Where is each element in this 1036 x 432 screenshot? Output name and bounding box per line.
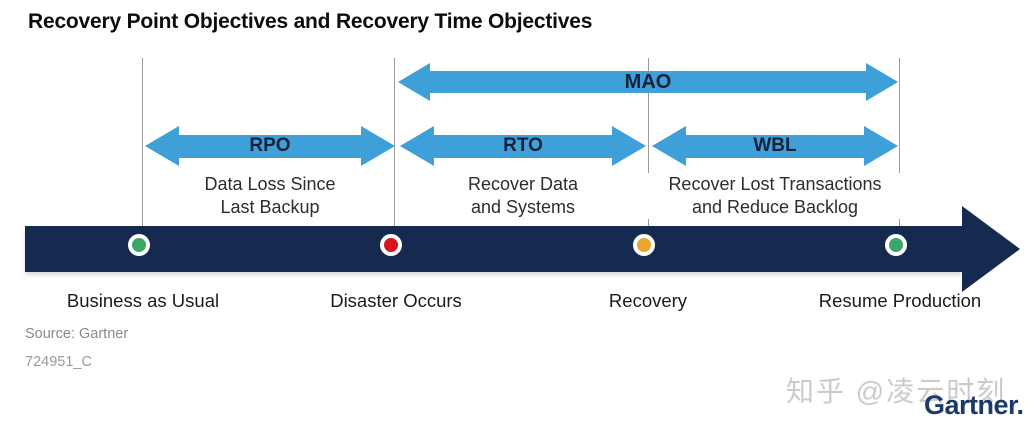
- milestone-label-business-as-usual: Business as Usual: [66, 290, 220, 311]
- source-attribution: Source: Gartner: [25, 326, 129, 342]
- timeline-guide-line: [899, 58, 900, 250]
- mao-label: MAO: [624, 70, 672, 93]
- rpo-description-line2: Last Backup: [220, 197, 320, 217]
- milestone-dot-resume-production: [885, 234, 907, 256]
- timeline-guide-line: [142, 58, 143, 250]
- arrow-left-head-icon: [145, 126, 179, 166]
- rpo-label: RPO: [249, 135, 291, 156]
- milestone-dot-recovery: [633, 234, 655, 256]
- mao-span-arrow: MAO: [398, 63, 898, 101]
- page-title: Recovery Point Objectives and Recovery T…: [28, 10, 593, 33]
- rto-description-line1: Recover Data: [467, 174, 579, 194]
- arrow-right-head-icon: [866, 63, 898, 101]
- milestone-label-recovery: Recovery: [608, 290, 688, 311]
- wbl-description-line2: and Reduce Backlog: [691, 197, 859, 217]
- arrow-right-head-icon: [864, 126, 898, 166]
- zhihu-watermark: 知乎 @凌云时刻: [786, 376, 1007, 407]
- gartner-logo: Gartner.: [924, 390, 1024, 420]
- rto-label: RTO: [503, 135, 543, 156]
- rto-span-arrow: RTO: [400, 126, 646, 166]
- rto-description: Recover Data and Systems: [400, 173, 646, 219]
- wbl-label: WBL: [753, 135, 797, 156]
- rpo-description: Data Loss Since Last Backup: [145, 173, 395, 219]
- timeline-guide-line: [648, 58, 649, 250]
- milestone-dot-disaster-occurs: [380, 234, 402, 256]
- milestone-label-disaster-occurs: Disaster Occurs: [330, 290, 462, 311]
- arrow-right-head-icon: [612, 126, 646, 166]
- rto-description-line2: and Systems: [470, 197, 576, 217]
- milestone-label-resume-production: Resume Production: [818, 290, 982, 311]
- rto-arrow-bar: RTO: [433, 134, 613, 158]
- arrow-right-head-icon: [361, 126, 395, 166]
- arrow-left-head-icon: [400, 126, 434, 166]
- milestone-dot-business-as-usual: [128, 234, 150, 256]
- wbl-span-arrow: WBL: [652, 126, 898, 166]
- arrow-left-head-icon: [398, 63, 430, 101]
- rpo-arrow-bar: RPO: [178, 134, 362, 158]
- rpo-description-line1: Data Loss Since: [204, 174, 336, 194]
- mao-arrow-bar: MAO: [429, 71, 867, 93]
- wbl-arrow-bar: WBL: [685, 134, 865, 158]
- rpo-span-arrow: RPO: [145, 126, 395, 166]
- wbl-description: Recover Lost Transactions and Reduce Bac…: [637, 173, 913, 219]
- document-id: 724951_C: [25, 354, 92, 370]
- wbl-description-line1: Recover Lost Transactions: [668, 174, 882, 194]
- timeline-arrow-head-icon: [962, 206, 1020, 292]
- timeline-arrow-body: [25, 226, 962, 272]
- arrow-left-head-icon: [652, 126, 686, 166]
